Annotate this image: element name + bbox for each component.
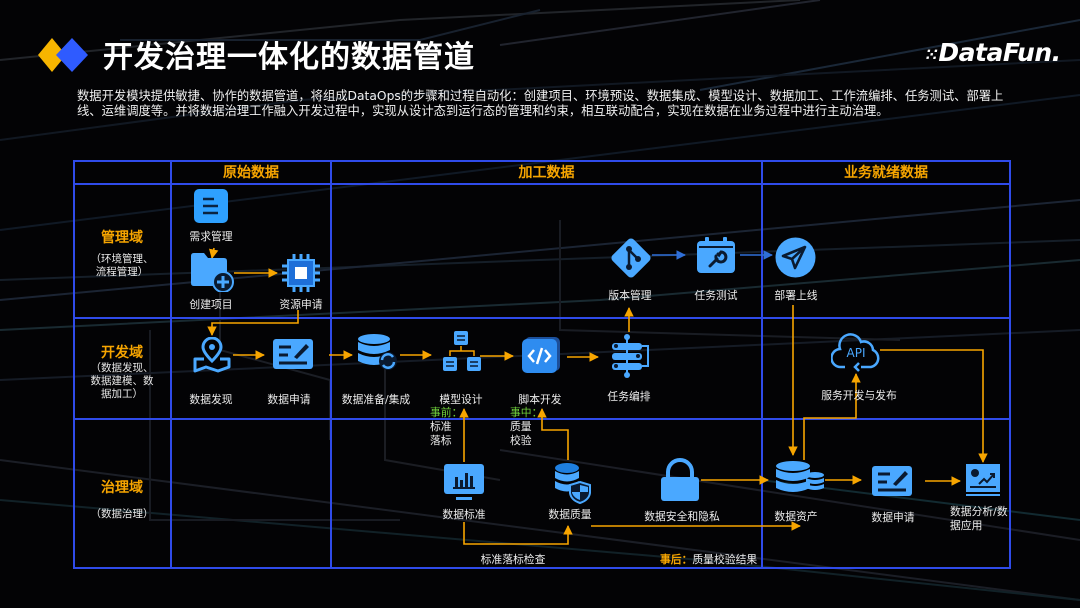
api-icon-text: API — [847, 346, 866, 360]
node-label-model-design: 模型设计 — [439, 393, 483, 406]
sign-form-icon[interactable] — [871, 465, 913, 497]
sign-form-icon[interactable] — [272, 338, 314, 370]
node-label-data-discovery: 数据发现 — [189, 393, 233, 406]
domain-sub-line: 数据建模、数 — [90, 375, 154, 387]
node-label-data-analysis: 数据分析/数 据应用 — [950, 505, 1020, 533]
node-label-line: 数据分析/数 — [950, 505, 1008, 518]
domain-sub-line: （数据治理） — [90, 508, 154, 520]
node-label-data-quality: 数据质量 — [548, 508, 592, 521]
domain-title-governance: 治理域 — [101, 480, 143, 496]
node-label-task-test: 任务测试 — [694, 289, 738, 302]
node-label-requirement: 需求管理 — [189, 230, 233, 243]
node-label-data-prep: 数据准备/集成 — [341, 393, 411, 406]
column-header-raw-data: 原始数据 — [223, 165, 279, 181]
domain-sub-line: （环境管理、 — [90, 253, 154, 265]
page-title: 开发治理一体化的数据管道 — [103, 40, 475, 75]
database-stack-icon[interactable] — [775, 460, 825, 500]
node-label-script-dev: 脚本开发 — [518, 393, 562, 406]
note-line: 校验 — [510, 434, 532, 447]
domain-sub-management: （环境管理、 流程管理） — [74, 253, 170, 279]
note-during: 事中： 质量 校验 — [510, 406, 542, 448]
domain-sub-development: （数据发现、 数据建模、数 据加工） — [74, 362, 170, 401]
logo-dots-icon: ⁙ — [925, 44, 938, 64]
node-label-data-apply-gov: 数据申请 — [871, 511, 915, 524]
hierarchy-icon[interactable] — [440, 330, 486, 374]
title-diamonds-icon — [38, 38, 88, 72]
analytics-icon[interactable] — [965, 463, 1001, 497]
note-line: 质量 — [510, 420, 532, 433]
paper-plane-icon[interactable] — [775, 237, 816, 278]
note-standard-check: 标准落标检查 — [480, 553, 546, 566]
note-after-key: 事后： — [660, 553, 693, 566]
note-before: 事前： 标准 落标 — [430, 406, 462, 448]
node-label-line: 据应用 — [950, 519, 983, 532]
api-cloud-icon[interactable]: API — [831, 333, 881, 373]
domain-sub-governance: （数据治理） — [74, 508, 170, 521]
map-pin-icon[interactable] — [193, 337, 231, 373]
folder-add-icon[interactable] — [190, 252, 236, 292]
database-sync-icon[interactable] — [356, 333, 398, 373]
domain-sub-line: （数据发现、 — [90, 362, 154, 374]
code-icon[interactable] — [521, 336, 561, 374]
node-label-data-security: 数据安全和隐私 — [644, 510, 720, 523]
domain-title-management: 管理域 — [101, 230, 143, 246]
node-label-create-project: 创建项目 — [189, 298, 233, 311]
note-line: 标准 — [430, 420, 452, 433]
column-header-business-ready-data: 业务就绪数据 — [844, 165, 928, 181]
domain-title-development: 开发域 — [101, 345, 143, 361]
node-label-version-mgmt: 版本管理 — [608, 289, 652, 302]
node-label-task-orchestration: 任务编排 — [607, 390, 651, 403]
logo-text: DataFun. — [938, 38, 1061, 67]
node-label-resource-request: 资源申请 — [279, 298, 323, 311]
note-after-text: 质量校验结果 — [692, 553, 758, 566]
monitor-chart-icon[interactable] — [443, 463, 485, 501]
workflow-icon[interactable] — [606, 334, 652, 378]
chip-icon[interactable] — [281, 253, 321, 293]
lock-icon[interactable] — [660, 458, 700, 502]
node-label-deploy: 部署上线 — [774, 289, 818, 302]
node-label-data-apply-dev: 数据申请 — [267, 393, 311, 406]
git-icon[interactable] — [609, 236, 653, 280]
database-shield-icon[interactable] — [553, 462, 593, 504]
node-label-data-standard: 数据标准 — [442, 508, 486, 521]
column-header-processed-data: 加工数据 — [518, 165, 575, 181]
note-before-key: 事前： — [430, 406, 463, 419]
note-during-key: 事中： — [510, 406, 543, 419]
note-after: 事后：质量校验结果 — [660, 553, 757, 567]
list-doc-icon[interactable] — [193, 188, 229, 224]
node-label-api-service: 服务开发与发布 — [821, 389, 897, 402]
note-line: 落标 — [430, 434, 452, 447]
datafun-logo: ⁙DataFun. — [925, 38, 1061, 67]
intro-paragraph: 数据开发模块提供敏捷、协作的数据管道，将组成DataOps的步骤和过程自动化：创… — [77, 89, 1004, 118]
calendar-wrench-icon[interactable] — [696, 236, 736, 274]
domain-sub-line: 流程管理） — [95, 266, 149, 278]
node-label-data-asset: 数据资产 — [774, 510, 818, 523]
domain-sub-line: 据加工） — [101, 388, 143, 400]
